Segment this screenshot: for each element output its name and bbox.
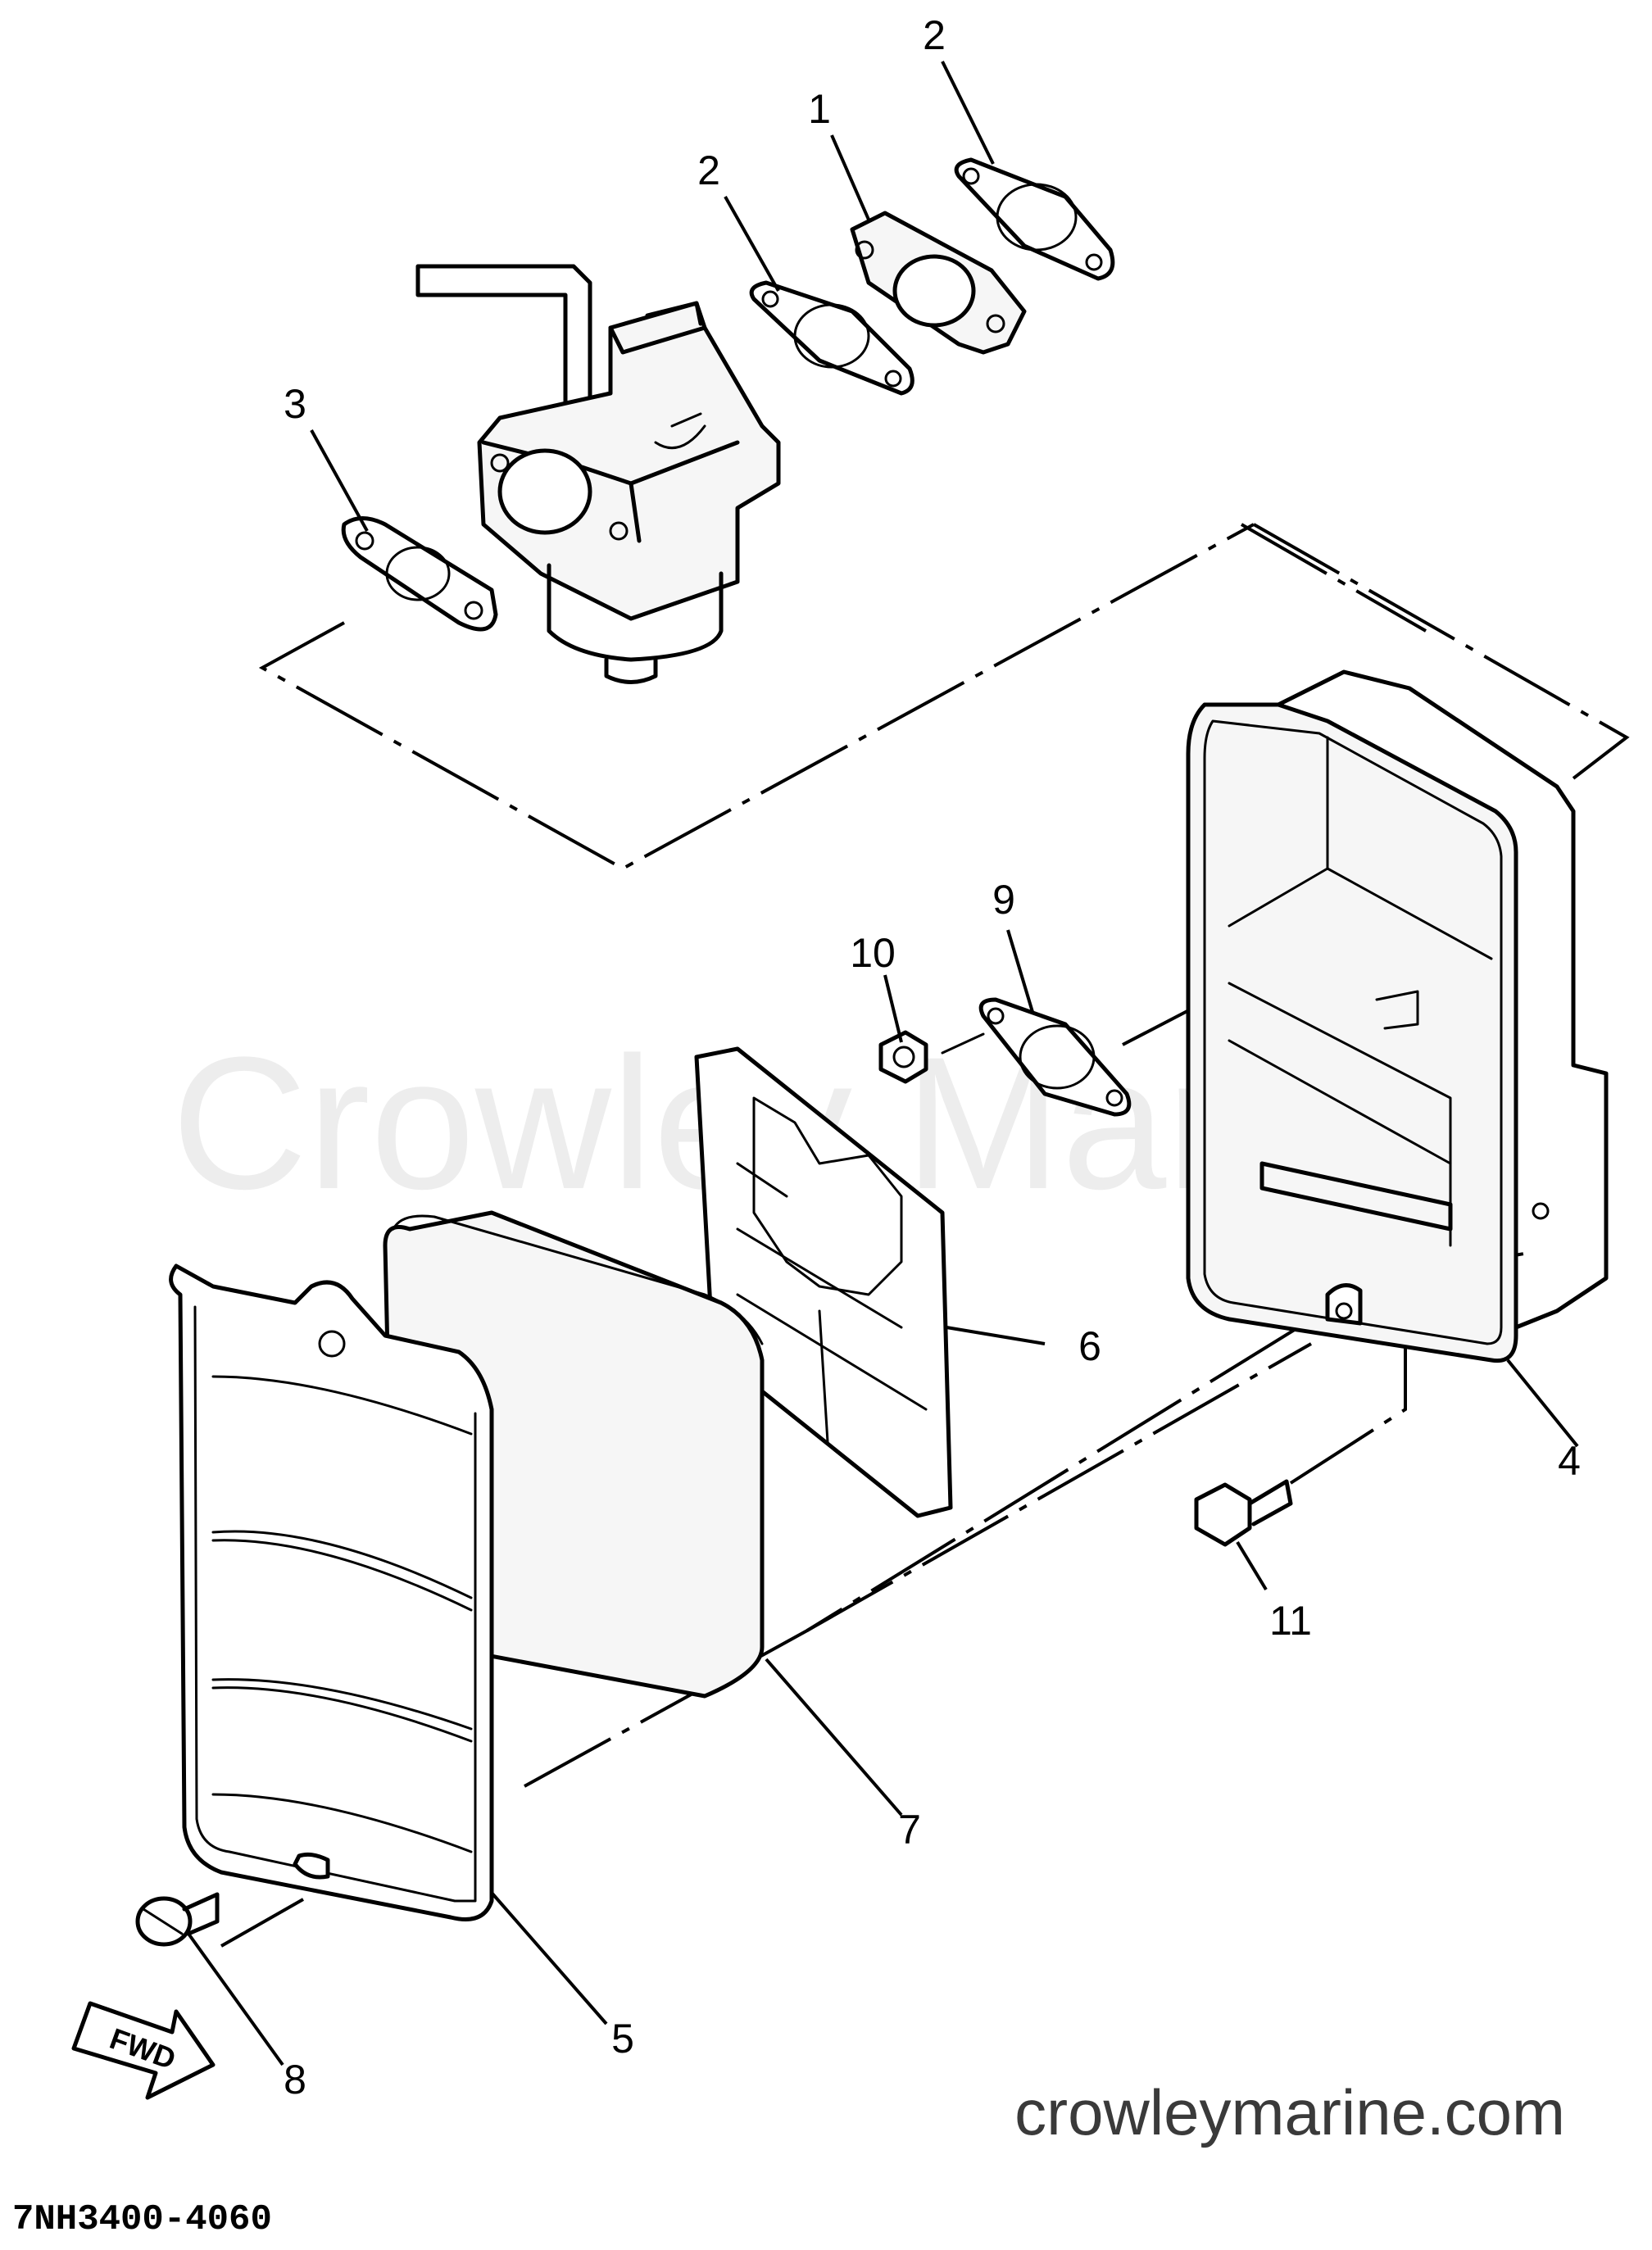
carburetor <box>415 264 781 684</box>
gasket-2-right <box>954 157 1115 281</box>
watermark-footer: crowleymarine.com <box>1014 2076 1565 2148</box>
bolt-11 <box>1194 1479 1293 1547</box>
leader-lines <box>187 61 1579 2066</box>
fwd-arrow: FWD <box>71 2001 216 2100</box>
callout-3: 3 <box>284 381 306 427</box>
callout-6: 6 <box>1078 1323 1101 1369</box>
callout-2-left: 2 <box>697 147 720 193</box>
callout-5: 5 <box>611 2016 634 2062</box>
nut-10 <box>878 1030 985 1084</box>
callout-11: 11 <box>1269 1598 1312 1644</box>
callout-4: 4 <box>1558 1438 1581 1484</box>
cover-5 <box>169 1263 494 1921</box>
screw-8 <box>135 1892 220 1947</box>
part-number: 7NH3400-4060 <box>12 2199 272 2240</box>
callout-10: 10 <box>850 930 896 976</box>
callout-8: 8 <box>284 2057 306 2103</box>
gasket-2-left <box>749 280 914 396</box>
gasket-9 <box>978 997 1132 1117</box>
gasket-3 <box>341 516 498 632</box>
callout-7: 7 <box>898 1807 921 1853</box>
callout-1: 1 <box>808 86 831 132</box>
callout-2-right: 2 <box>923 12 946 58</box>
air-cleaner-case-4 <box>1186 669 1609 1363</box>
callouts: 1 2 2 3 4 5 6 7 8 9 10 11 <box>284 12 1581 2103</box>
insulator-1 <box>850 211 1027 355</box>
callout-9: 9 <box>992 877 1015 923</box>
